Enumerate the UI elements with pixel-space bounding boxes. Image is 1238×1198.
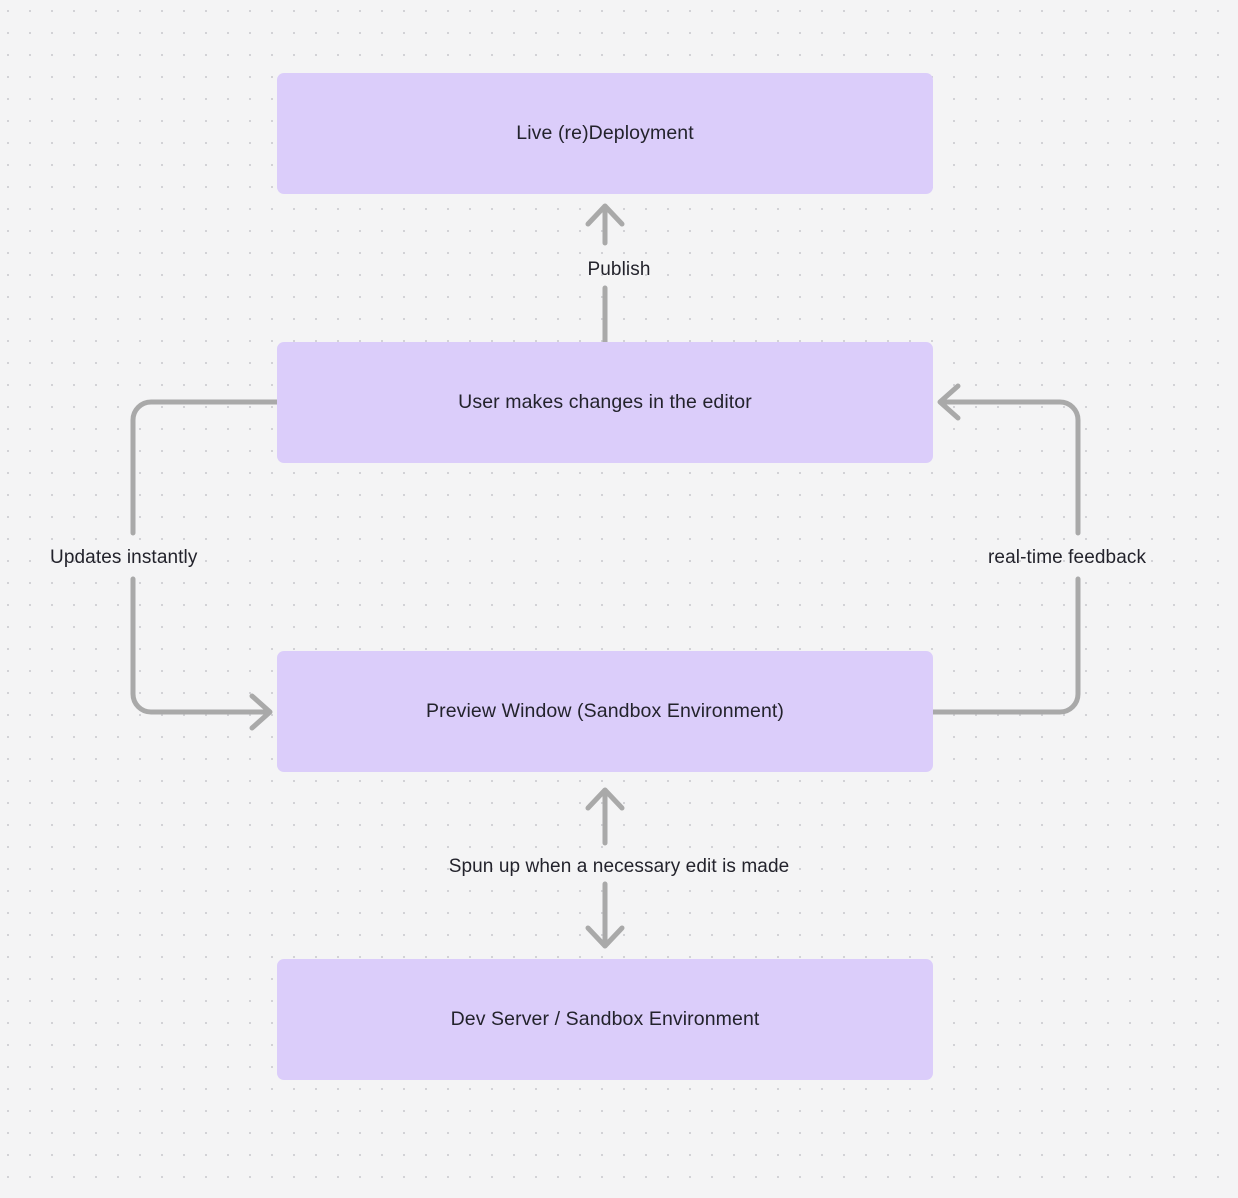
node-dev-server-sandbox-environment[interactable]: Dev Server / Sandbox Environment	[277, 959, 933, 1080]
edge-label-real-time-feedback: real-time feedback	[988, 547, 1147, 568]
node-preview-window-sandbox-environment[interactable]: Preview Window (Sandbox Environment)	[277, 651, 933, 772]
edge-label-publish: Publish	[587, 259, 651, 280]
node-live-redeployment[interactable]: Live (re)Deployment	[277, 73, 933, 194]
edge-label-spun-up-when-a-necessary-edit-is-made: Spun up when a necessary edit is made	[448, 856, 790, 877]
node-user-makes-changes-in-the-editor[interactable]: User makes changes in the editor	[277, 342, 933, 463]
edge-label-updates-instantly: Updates instantly	[50, 547, 198, 568]
